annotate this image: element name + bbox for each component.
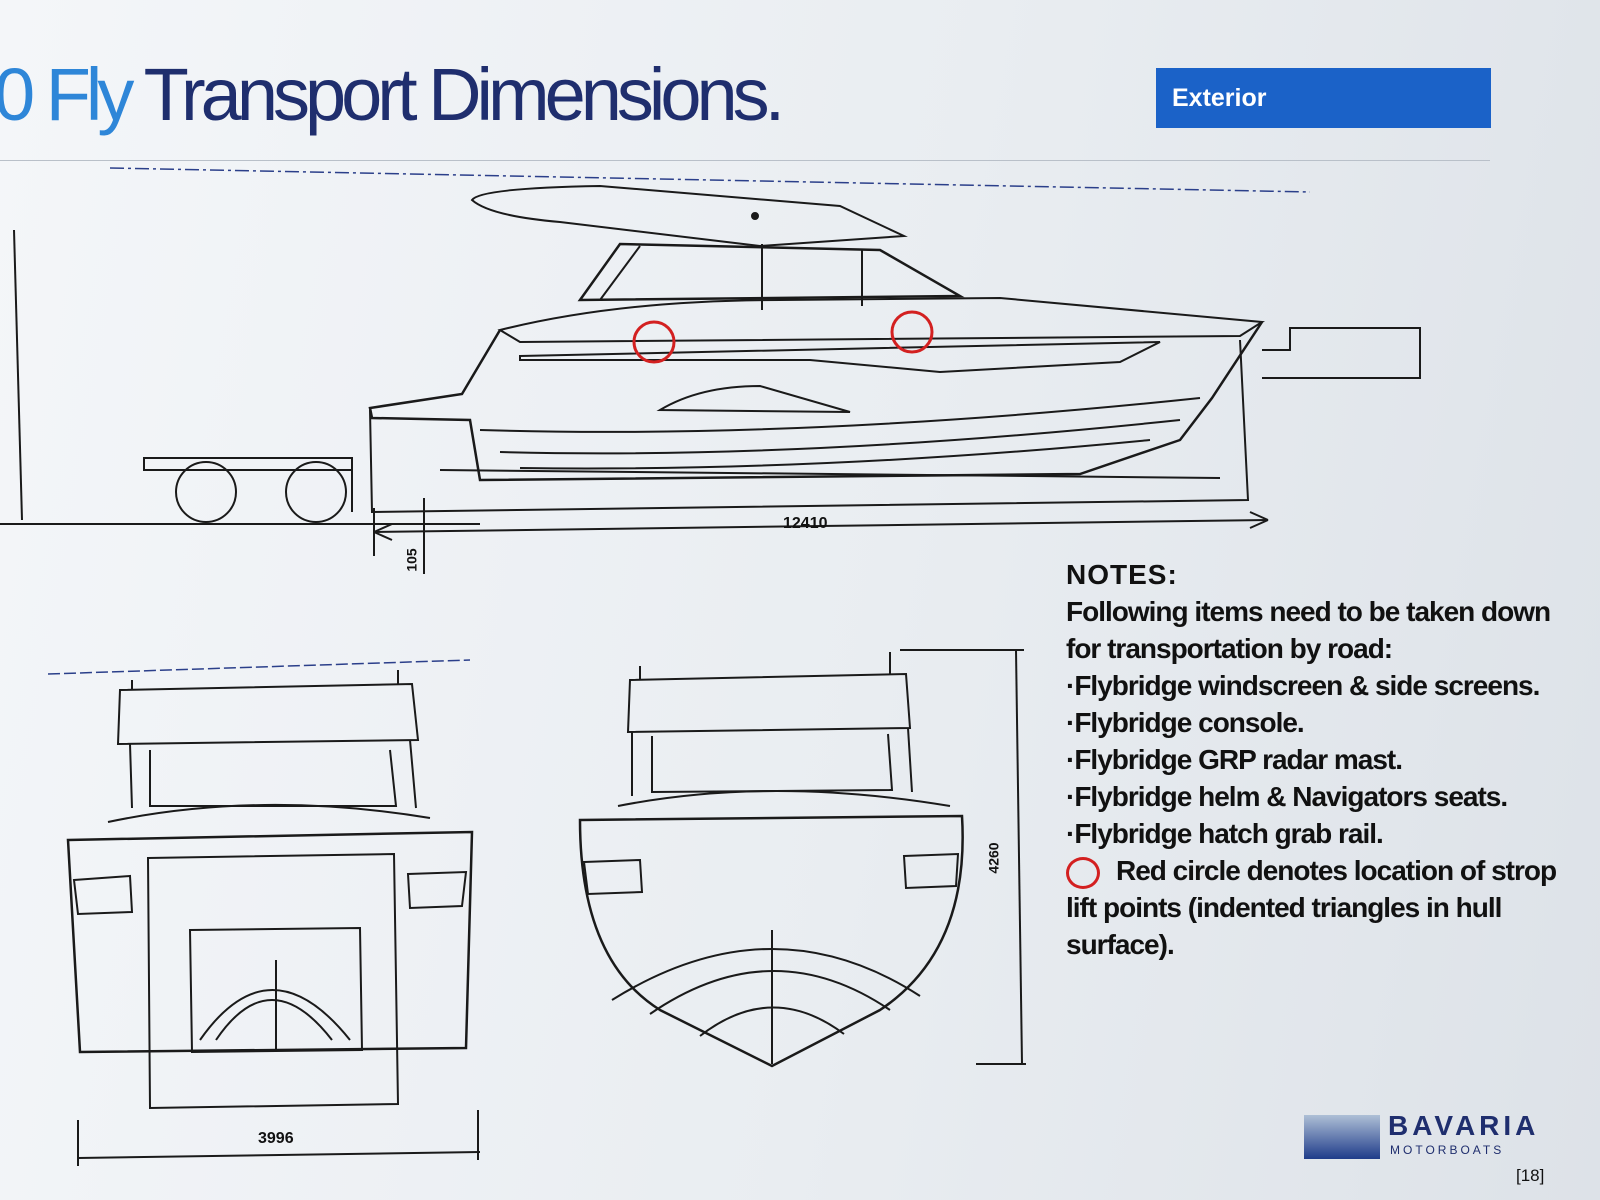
lift-point-circle-aft xyxy=(632,320,676,364)
length-dimension: 12410 xyxy=(783,515,828,532)
brand-sub: MOTORBOATS xyxy=(1390,1143,1505,1157)
bavaria-logo-mark xyxy=(1304,1115,1380,1159)
notes-heading: NOTES: xyxy=(1066,559,1178,590)
boat-side-profile xyxy=(109,167,1421,514)
beam-dimension: 3996 xyxy=(258,1130,294,1147)
notes-item: ·Flybridge GRP radar mast. xyxy=(1066,744,1403,775)
lift-point-circle-fwd xyxy=(890,310,934,354)
notes-intro: Following items need to be taken down fo… xyxy=(1066,596,1551,664)
bavaria-logo: BAVARIA MOTORBOATS xyxy=(1304,1110,1535,1160)
section-tab-exterior: Exterior xyxy=(1156,68,1491,128)
length-dimension-line xyxy=(373,498,1269,574)
notes-legend-text: Red circle denotes location of strop lif… xyxy=(1066,855,1557,960)
notes-legend: Red circle denotes location of strop lif… xyxy=(1066,852,1586,963)
trailer xyxy=(143,457,353,523)
header-rule xyxy=(0,160,1490,161)
height-dimension: 4260 xyxy=(985,842,1002,874)
page-number: [18] xyxy=(1516,1166,1545,1185)
notes-item: ·Flybridge windscreen & side screens. xyxy=(1066,670,1540,701)
boat-rear-view xyxy=(47,659,481,1166)
brand-name: BAVARIA xyxy=(1388,1110,1540,1141)
transport-notes: NOTES: Following items need to be taken … xyxy=(1066,556,1586,963)
offset-dimension: 105 xyxy=(403,548,420,572)
title-prefix: 0 Fly xyxy=(0,53,134,136)
page-title: 0 Fly Transport Dimensions. xyxy=(0,52,786,137)
title-main: Transport Dimensions. xyxy=(129,53,786,136)
boat-front-view xyxy=(578,649,1026,1068)
notes-item: ·Flybridge console. xyxy=(1066,707,1305,738)
red-circle-icon xyxy=(1066,856,1100,889)
notes-item: ·Flybridge hatch grab rail. xyxy=(1066,818,1384,849)
notes-item: ·Flybridge helm & Navigators seats. xyxy=(1066,781,1508,812)
